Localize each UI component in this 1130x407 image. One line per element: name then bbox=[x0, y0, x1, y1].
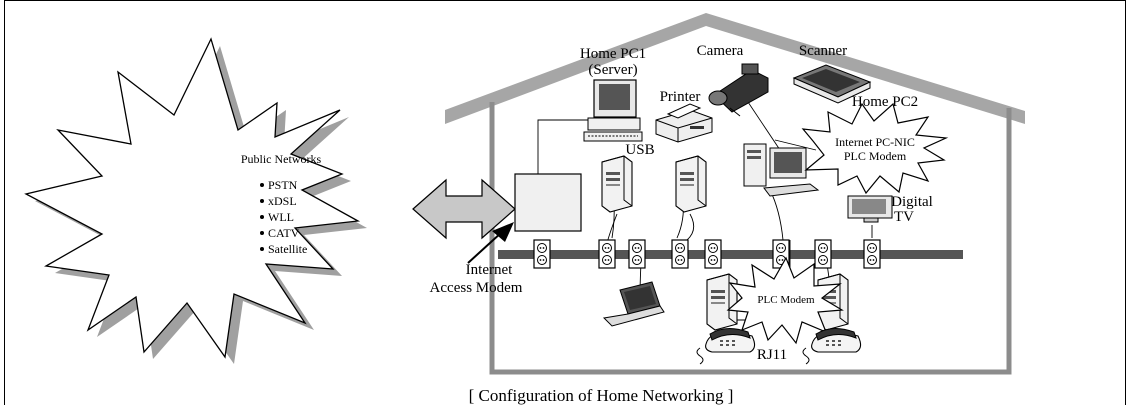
phone-2-icon bbox=[802, 327, 862, 365]
camera-icon bbox=[708, 63, 769, 117]
pc-nic-label-line2: PLC Modem bbox=[844, 149, 907, 163]
printer-icon bbox=[655, 103, 713, 143]
plc-modem-label: PLC Modem bbox=[757, 294, 815, 306]
modem-label-line2: Access Modem bbox=[430, 280, 523, 296]
pc-nic-burst bbox=[801, 102, 949, 195]
house-walls bbox=[489, 102, 1012, 375]
outlet-8 bbox=[863, 239, 881, 269]
outlet-3 bbox=[628, 239, 646, 269]
network-item-xdsl: xDSL bbox=[268, 194, 297, 208]
usb-label: USB bbox=[625, 142, 654, 158]
public-networks-title: Public Networks bbox=[241, 152, 322, 166]
plc-tower-1 bbox=[601, 155, 633, 213]
outlet-2 bbox=[598, 239, 616, 269]
modem-pointer-arrow bbox=[492, 222, 514, 242]
public-networks-burst bbox=[24, 37, 361, 359]
home-pc1-icon bbox=[583, 79, 643, 142]
pc-nic-label-line1: Internet PC-NIC bbox=[835, 135, 915, 149]
home-pc1-label-line1: Home PC1 bbox=[580, 46, 646, 62]
figure-caption: [ Configuration of Home Networking ] bbox=[469, 386, 734, 405]
digital-tv-label-line1: Digital bbox=[891, 194, 933, 210]
home-pc2-icon bbox=[743, 143, 820, 197]
outlet-5 bbox=[704, 239, 722, 269]
internet-access-modem-box bbox=[514, 173, 582, 232]
network-item-pstn: PSTN bbox=[268, 178, 298, 192]
house-roof bbox=[445, 13, 1025, 124]
digital-tv-label-line2: TV bbox=[894, 209, 914, 225]
rj11-label: RJ11 bbox=[757, 347, 787, 363]
outlet-4 bbox=[671, 239, 689, 269]
plc-tower-2 bbox=[675, 155, 707, 213]
laptop-icon bbox=[602, 281, 665, 327]
outlet-1 bbox=[533, 239, 551, 269]
network-item-satellite: Satellite bbox=[268, 242, 307, 256]
scanner-label: Scanner bbox=[799, 43, 847, 59]
digital-tv-icon bbox=[847, 195, 893, 223]
power-line-bus bbox=[498, 250, 963, 259]
home-pc2-label: Home PC2 bbox=[852, 94, 918, 110]
outlet-7 bbox=[814, 239, 832, 269]
pc1-to-modem-line bbox=[537, 119, 594, 174]
network-item-catv: CATV bbox=[268, 226, 300, 240]
phone-1-icon bbox=[696, 327, 756, 365]
scanner-icon bbox=[792, 64, 872, 104]
modem-label-line1: Internet bbox=[466, 262, 513, 278]
home-pc1-label-line2: (Server) bbox=[588, 62, 637, 78]
plc-tower-3 bbox=[706, 273, 738, 331]
plc-modem-burst bbox=[726, 256, 844, 345]
network-item-wll: WLL bbox=[268, 210, 294, 224]
figure-frame bbox=[4, 0, 1126, 405]
printer-label: Printer bbox=[660, 89, 701, 105]
camera-label: Camera bbox=[697, 43, 744, 59]
